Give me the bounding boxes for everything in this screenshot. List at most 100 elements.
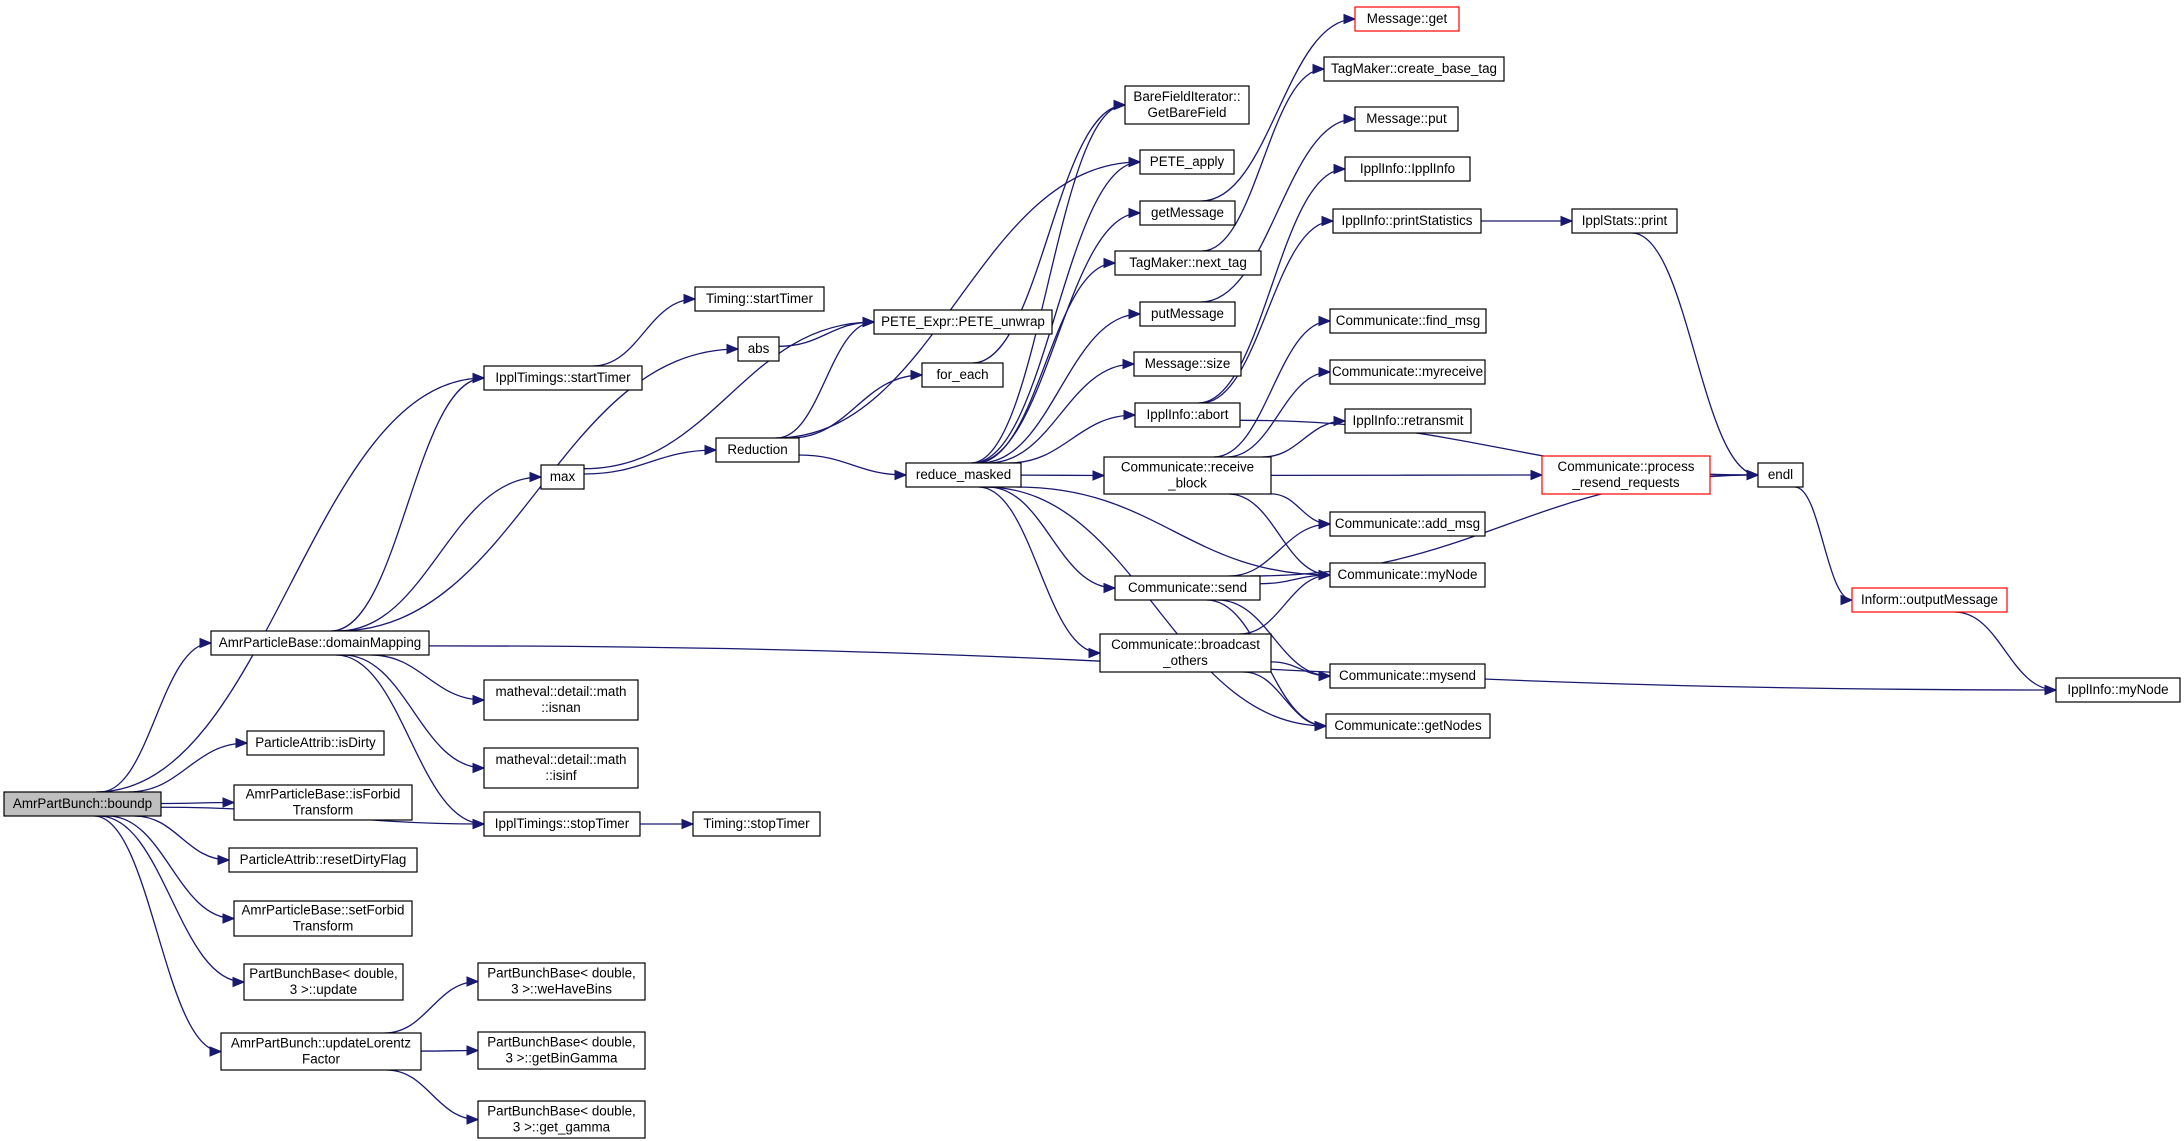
arrowhead bbox=[1343, 113, 1357, 125]
node-mysend[interactable]: Communicate::mysend bbox=[1329, 663, 1486, 689]
node-label: PETE_apply bbox=[1150, 154, 1225, 169]
node-timing-start[interactable]: Timing::startTimer bbox=[694, 286, 825, 312]
node-box bbox=[220, 1032, 422, 1071]
node-label: Communicate::myreceive bbox=[1332, 364, 1483, 379]
node-label: Communicate::mysend bbox=[1339, 668, 1476, 683]
node-label: Communicate::find_msg bbox=[1336, 313, 1480, 328]
call-edge-root-to-start-timer bbox=[96, 377, 485, 793]
node-isinf[interactable]: matheval::detail::math::isinf bbox=[483, 747, 639, 789]
arrowhead bbox=[472, 372, 486, 384]
node-label: max bbox=[550, 469, 576, 484]
node-myreceive[interactable]: Communicate::myreceive bbox=[1329, 359, 1486, 385]
node-for-each[interactable]: for_each bbox=[921, 362, 1004, 388]
node-output-message[interactable]: Inform::outputMessage bbox=[1851, 587, 2008, 613]
node-stats-print[interactable]: IpplStats::print bbox=[1571, 208, 1678, 234]
node-label: 3 >::get_gamma bbox=[513, 1120, 611, 1135]
node-domain-mapping[interactable]: AmrParticleBase::domainMapping bbox=[210, 630, 430, 656]
node-box bbox=[2055, 677, 2181, 703]
call-edge-next-tag-to-create-base-tag bbox=[1201, 68, 1325, 252]
node-comm-my-node[interactable]: Communicate::myNode bbox=[1329, 562, 1486, 588]
arrowhead bbox=[235, 737, 249, 749]
node-broadcast[interactable]: Communicate::broadcast_others bbox=[1099, 633, 1272, 673]
node-ippl-my-node[interactable]: IpplInfo::myNode bbox=[2055, 677, 2181, 703]
node-label: IpplInfo::printStatistics bbox=[1342, 213, 1473, 228]
node-max[interactable]: max bbox=[540, 464, 585, 490]
node-we-have-bins[interactable]: PartBunchBase< double,3 >::weHaveBins bbox=[477, 962, 646, 1001]
node-put-message[interactable]: putMessage bbox=[1139, 301, 1236, 327]
arrowhead bbox=[1318, 569, 1332, 581]
node-label: Communicate::getNodes bbox=[1334, 718, 1482, 733]
node-receive-block[interactable]: Communicate::receive_block bbox=[1103, 456, 1272, 495]
call-edge-for-each-to-bare-field bbox=[972, 104, 1126, 364]
node-pete-apply[interactable]: PETE_apply bbox=[1139, 149, 1235, 175]
node-stop-timer[interactable]: IpplTimings::stopTimer bbox=[483, 811, 641, 837]
node-is-dirty[interactable]: ParticleAttrib::isDirty bbox=[246, 730, 385, 756]
node-msg-get[interactable]: Message::get bbox=[1354, 6, 1460, 32]
node-next-tag[interactable]: TagMaker::next_tag bbox=[1114, 250, 1262, 276]
node-box bbox=[477, 962, 646, 1001]
node-root[interactable]: AmrPartBunch::boundp bbox=[3, 791, 162, 817]
node-find-msg[interactable]: Communicate::find_msg bbox=[1329, 308, 1487, 334]
node-label: PETE_Expr::PETE_unwrap bbox=[881, 314, 1045, 329]
arrowhead bbox=[681, 818, 695, 830]
node-get-bin-gamma[interactable]: PartBunchBase< double,3 >::getBinGamma bbox=[477, 1031, 646, 1070]
node-msg-put[interactable]: Message::put bbox=[1354, 106, 1459, 132]
node-box bbox=[1103, 456, 1272, 495]
arrowhead bbox=[1128, 207, 1142, 219]
node-isnan[interactable]: matheval::detail::math::isnan bbox=[483, 679, 639, 721]
node-create-base-tag[interactable]: TagMaker::create_base_tag bbox=[1323, 56, 1505, 82]
node-timing-stop[interactable]: Timing::stopTimer bbox=[692, 811, 821, 837]
node-label: AmrParticleBase::setForbid bbox=[242, 903, 405, 918]
node-print-statistics[interactable]: IpplInfo::printStatistics bbox=[1332, 208, 1482, 234]
node-msg-size[interactable]: Message::size bbox=[1133, 351, 1242, 377]
call-edge-receive-block-to-find-msg bbox=[1213, 320, 1331, 458]
node-get-gamma[interactable]: PartBunchBase< double,3 >::get_gamma bbox=[477, 1100, 646, 1139]
arrowhead bbox=[1312, 63, 1326, 75]
node-reduction[interactable]: Reduction bbox=[715, 437, 800, 463]
node-ippl-info-ctor[interactable]: IpplInfo::IpplInfo bbox=[1344, 156, 1471, 182]
node-label: ::isinf bbox=[545, 768, 577, 783]
node-pete-unwrap[interactable]: PETE_Expr::PETE_unwrap bbox=[873, 309, 1053, 335]
node-start-timer[interactable]: IpplTimings::startTimer bbox=[483, 365, 643, 391]
call-edge-reduction-to-reduce-masked bbox=[798, 454, 907, 476]
arrowhead bbox=[209, 1046, 223, 1057]
arrowhead bbox=[862, 316, 876, 328]
node-box bbox=[540, 464, 585, 490]
node-endl[interactable]: endl bbox=[1757, 462, 1804, 488]
node-process-resend[interactable]: Communicate::process_resend_requests bbox=[1541, 455, 1711, 495]
call-edge-update-lorentz-to-we-have-bins bbox=[384, 980, 479, 1034]
node-update[interactable]: PartBunchBase< double,3 >::update bbox=[243, 963, 404, 1001]
arrowhead bbox=[1746, 469, 1760, 481]
node-box bbox=[1099, 633, 1272, 673]
node-send[interactable]: Communicate::send bbox=[1114, 575, 1261, 601]
node-bare-field[interactable]: BareFieldIterator::GetBareField bbox=[1124, 85, 1250, 125]
node-label: matheval::detail::math bbox=[496, 684, 627, 699]
node-label: _block bbox=[1167, 476, 1207, 491]
arrowhead bbox=[1128, 156, 1142, 168]
node-label: ParticleAttrib::isDirty bbox=[255, 735, 376, 750]
node-label: ::isnan bbox=[541, 700, 580, 715]
arrowhead bbox=[222, 913, 236, 924]
call-edge-domain-mapping-to-stop-timer bbox=[336, 654, 485, 825]
node-label: Message::put bbox=[1366, 111, 1447, 126]
node-box bbox=[483, 679, 639, 721]
call-edge-broadcast-to-get-nodes bbox=[1243, 671, 1327, 727]
node-box bbox=[1325, 713, 1491, 739]
arrowhead bbox=[1840, 594, 1854, 606]
node-reduce-masked[interactable]: reduce_masked bbox=[905, 462, 1022, 488]
node-add-msg[interactable]: Communicate::add_msg bbox=[1329, 511, 1486, 537]
node-label: abs bbox=[748, 341, 770, 356]
node-label: AmrPartBunch::boundp bbox=[13, 796, 152, 811]
node-get-message[interactable]: getMessage bbox=[1139, 200, 1236, 226]
node-reset-dirty[interactable]: ParticleAttrib::resetDirtyFlag bbox=[228, 847, 418, 873]
node-abs[interactable]: abs bbox=[737, 336, 780, 362]
call-edge-domain-mapping-to-abs bbox=[337, 348, 739, 632]
arrowhead bbox=[1318, 518, 1332, 530]
node-retransmit[interactable]: IpplInfo::retransmit bbox=[1344, 408, 1472, 434]
call-edge-reduce-masked-to-msg-size bbox=[987, 363, 1135, 464]
node-get-nodes[interactable]: Communicate::getNodes bbox=[1325, 713, 1491, 739]
node-abort[interactable]: IpplInfo::abort bbox=[1134, 402, 1241, 428]
